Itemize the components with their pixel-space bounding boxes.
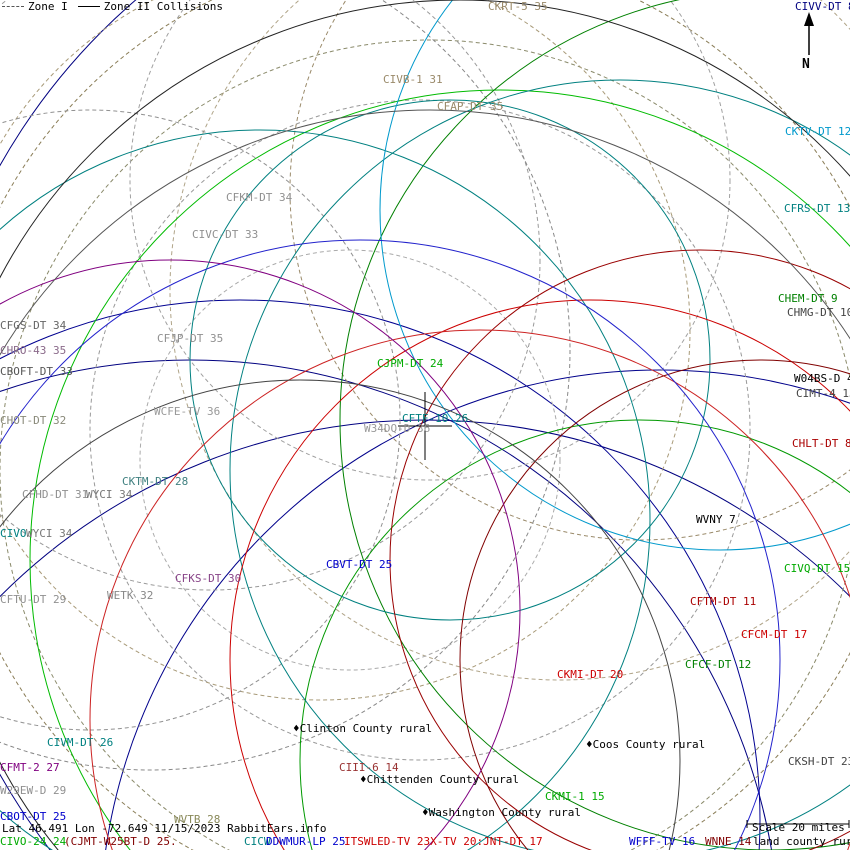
coordinates-text: Lat 46.491 Lon -72.649 11/15/2023 Rabbit… [2, 822, 327, 835]
contour-circle [129, 0, 731, 481]
zone2-solid-line-icon [77, 6, 100, 7]
legend-zone2-label: Zone II Collisions [103, 0, 223, 13]
compass: N [796, 12, 822, 72]
contour-circle [89, 329, 850, 850]
contour-circle [105, 369, 850, 850]
contour-circle [339, 0, 850, 850]
contour-circle [0, 0, 571, 771]
contour-circle [0, 0, 691, 701]
contour-circle [379, 0, 850, 551]
contour-circle [169, 0, 850, 681]
contour-circle [289, 0, 850, 541]
contour-circle [389, 249, 850, 850]
contour-circle [0, 379, 681, 850]
north-label: N [802, 57, 810, 72]
contour-circle [459, 359, 850, 850]
contour-circle [0, 239, 781, 850]
zone1-dashed-line-icon [2, 6, 24, 7]
legend-zone1-label: Zone I [28, 0, 68, 13]
contour-circle [29, 89, 850, 850]
contour-circle [0, 299, 761, 850]
contour-circle [89, 99, 751, 761]
legend-zone1: Zone I [2, 0, 68, 13]
contour-circle [0, 359, 772, 850]
legend-zone2: Zone II Collisions [77, 0, 223, 13]
contour-circle [139, 249, 561, 671]
scale-bar: Scale 20 miles [746, 814, 850, 834]
north-arrow-icon [804, 12, 814, 55]
status-bar: Lat 46.491 Lon -72.649 11/15/2023 Rabbit… [2, 822, 327, 835]
contour-circle [0, 39, 850, 850]
contour-circle [0, 259, 521, 850]
contour-circle [299, 419, 850, 850]
contour-circle [0, 109, 850, 357]
contour-circle [229, 299, 850, 850]
map-legend: Zone I Zone II Collisions [2, 0, 223, 13]
contour-circle [229, 79, 850, 850]
contour-circle [0, 129, 651, 850]
contour-circle [189, 99, 711, 621]
scale-label: Scale 20 miles [752, 821, 845, 834]
scale-line-icon [746, 820, 850, 828]
contour-circle [0, 0, 541, 591]
